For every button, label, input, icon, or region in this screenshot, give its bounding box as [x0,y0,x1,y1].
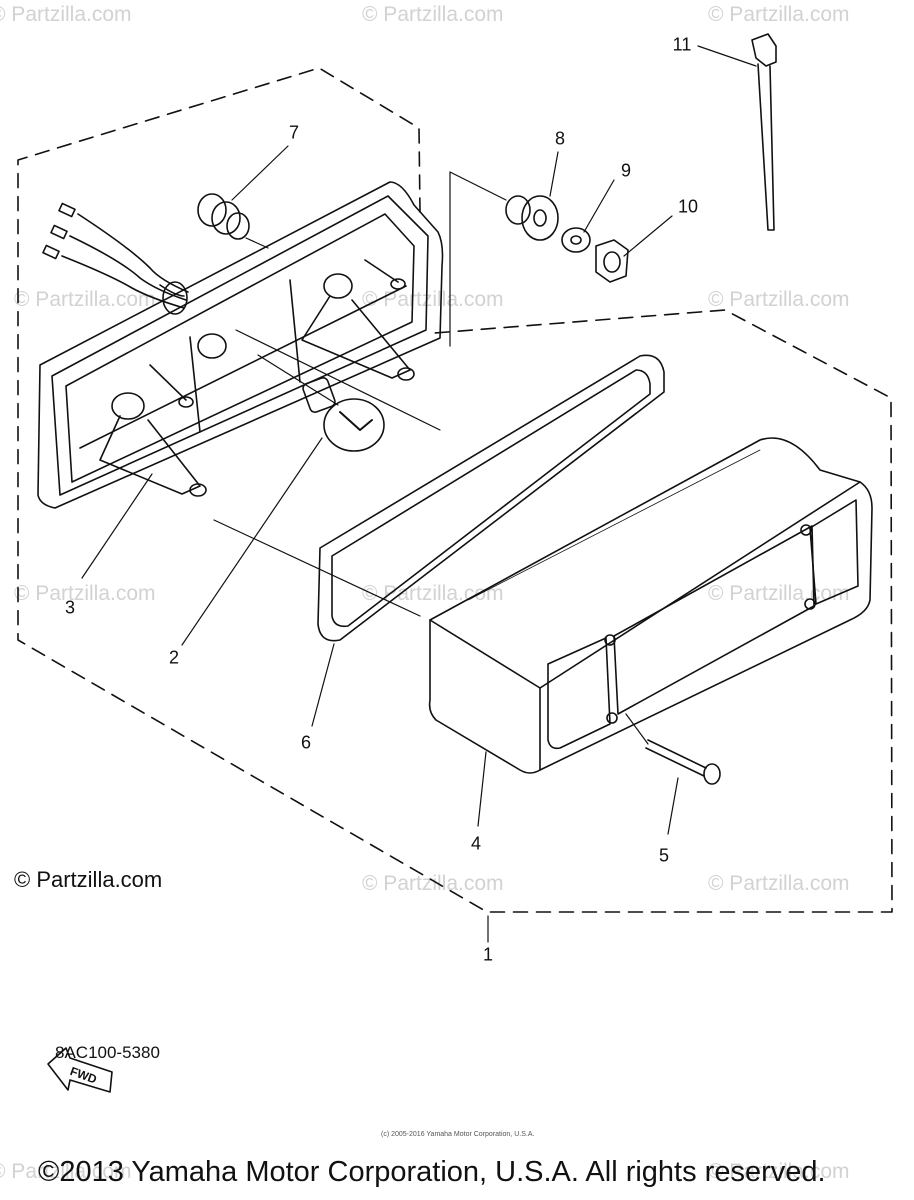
fwd-arrow-icon: FWD [47,1047,113,1093]
bulb [257,354,385,452]
housing-base [37,181,444,509]
callout-1: 1 [482,944,494,965]
collar [505,195,559,241]
watermark: © Partzilla.com [708,3,850,26]
callout-6: 6 [300,732,312,753]
watermark: © Partzilla.com [362,3,504,26]
grommet [197,193,269,249]
nut [595,239,629,283]
watermark: © Partzilla.com [362,288,504,311]
callout-7: 7 [288,122,300,143]
small-copyright: (c) 2005-2016 Yamaha Motor Corporation, … [381,1131,535,1138]
callout-8: 8 [554,128,566,149]
callout-10: 10 [677,196,699,217]
callout-5: 5 [658,845,670,866]
gasket [317,354,665,642]
watermark: © Partzilla.com [14,288,156,311]
diagram-code: 8AC100-5380 [55,1043,160,1062]
watermark: © Partzilla.com [362,872,504,895]
lens [428,437,873,774]
callout-11: 11 [672,34,692,55]
callout-3: 3 [64,597,76,618]
watermark: © Partzilla.com [708,872,850,895]
watermark: © Partzilla.com [14,582,156,605]
fwd-label: FWD [68,1064,99,1087]
callout-2: 2 [168,647,180,668]
assembly-boundary [17,67,893,913]
cable-tie [751,33,777,231]
watermark: © Partzilla.com [708,288,850,311]
leader-lines [81,45,757,943]
watermark: © Partzilla.com [0,3,132,26]
callout-9: 9 [620,160,632,181]
copyright-notice: ©2013 Yamaha Motor Corporation, U.S.A. A… [38,1156,826,1188]
watermark: © Partzilla.com [708,1160,850,1183]
washer [561,227,591,253]
callout-4: 4 [470,833,482,854]
partzilla-copyright-mark: © Partzilla.com [14,867,163,892]
watermark: © Partzilla.com [0,1160,132,1183]
screw [625,713,721,785]
